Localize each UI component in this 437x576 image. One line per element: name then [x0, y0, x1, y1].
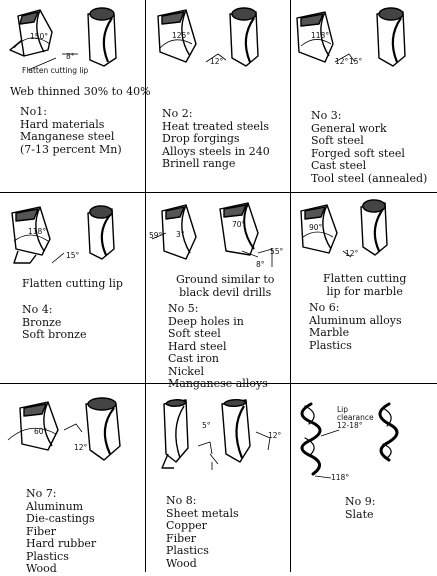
drill-illustration-5 — [151, 202, 273, 267]
drill-illustration-4 — [11, 205, 115, 264]
note-flatten-marble: Flatten cutting lip for marble — [323, 272, 407, 298]
drill-illustration-3 — [296, 7, 406, 67]
note-black-devil: Ground similar to black devil drills — [176, 273, 275, 299]
label-no4: No 4: Bronze Soft bronze — [22, 303, 87, 341]
angle-label-12: 12° — [335, 57, 349, 66]
angle-label-125: 125° — [172, 31, 191, 40]
angle-label-8: 8° — [66, 52, 75, 61]
drill-illustration-6 — [300, 199, 388, 258]
angle-label-90: 90° — [309, 223, 323, 232]
annotation-flatten-lip: Flatten cutting lip — [22, 66, 89, 75]
cell-4: 118° 15° Flatten cutting lip No 4: Bronz… — [0, 193, 145, 383]
label-no3: No 3: General work Soft steel Forged sof… — [311, 109, 428, 185]
angle-label-12: 12° — [268, 431, 282, 440]
label-no1: No1: Hard materials Manganese steel (7-1… — [20, 105, 122, 156]
angle-label-59: 59° — [149, 231, 163, 240]
drill-illustration-9 — [300, 402, 399, 479]
angle-label-5: 5° — [202, 421, 211, 430]
angle-label-15: 15° — [66, 251, 80, 260]
label-no7: No 7: Aluminum Die-castings Fiber Hard r… — [26, 487, 97, 575]
note-web-thinned: Web thinned 30% to 40% — [10, 85, 151, 98]
annotation-clearance: clearance — [337, 413, 374, 422]
angle-label-3: 3° — [176, 230, 185, 239]
cell-5: 59° 3° 70° 8° 55° Ground similar to blac… — [146, 193, 290, 390]
cell-6: 90° 12° Flatten cutting lip for marble N… — [291, 193, 437, 383]
label-no8: No 8: Sheet metals Copper Fiber Plastics… — [166, 494, 239, 570]
cell-2: 125° 12° No 2: Heat treated steels Drop … — [146, 0, 290, 192]
angle-label-15: 15° — [349, 57, 363, 66]
drill-illustration-7 — [7, 397, 121, 461]
note-flatten-lip: Flatten cutting lip — [22, 277, 123, 290]
cell-1: 150° 8° Flatten cutting lip Web thinned … — [0, 0, 151, 192]
angle-label-8: 8° — [256, 260, 265, 269]
angle-label-12: 12° — [210, 57, 224, 66]
angle-label-150: 150° — [30, 32, 49, 41]
cell-8: 5° 12° No 8: Sheet metals Copper Fiber P… — [146, 384, 290, 572]
label-no9: No 9: Slate — [345, 495, 376, 521]
annotation-clearance-angle: 12-18° — [337, 421, 363, 430]
label-no6: No 6: Aluminum alloys Marble Plastics — [309, 301, 402, 352]
drill-illustration-8 — [161, 399, 271, 470]
label-no2: No 2: Heat treated steels Drop forgings … — [162, 107, 270, 170]
angle-label-118: 118° — [331, 473, 350, 482]
annotation-lip: Lip — [337, 405, 349, 414]
angle-label-60: 60° — [34, 427, 48, 436]
cell-7: 60° 12° No 7: Aluminum Die-castings Fibe… — [0, 384, 145, 575]
angle-label-55: 55° — [270, 247, 284, 256]
angle-label-70: 70° — [232, 220, 246, 229]
label-no5: No 5: Deep holes in Soft steel Hard stee… — [168, 302, 268, 390]
cell-9: Lip clearance 12-18° 118° No 9: Slate — [291, 384, 437, 572]
angle-label-12: 12° — [74, 443, 88, 452]
drill-illustration-1 — [9, 7, 117, 71]
drill-illustration-2 — [157, 7, 259, 67]
angle-label-118: 118° — [28, 227, 47, 236]
angle-label-12: 12° — [345, 249, 359, 258]
cell-3: 118° 12° 15° No 3: General work Soft ste… — [291, 0, 437, 192]
angle-label-118: 118° — [311, 31, 330, 40]
